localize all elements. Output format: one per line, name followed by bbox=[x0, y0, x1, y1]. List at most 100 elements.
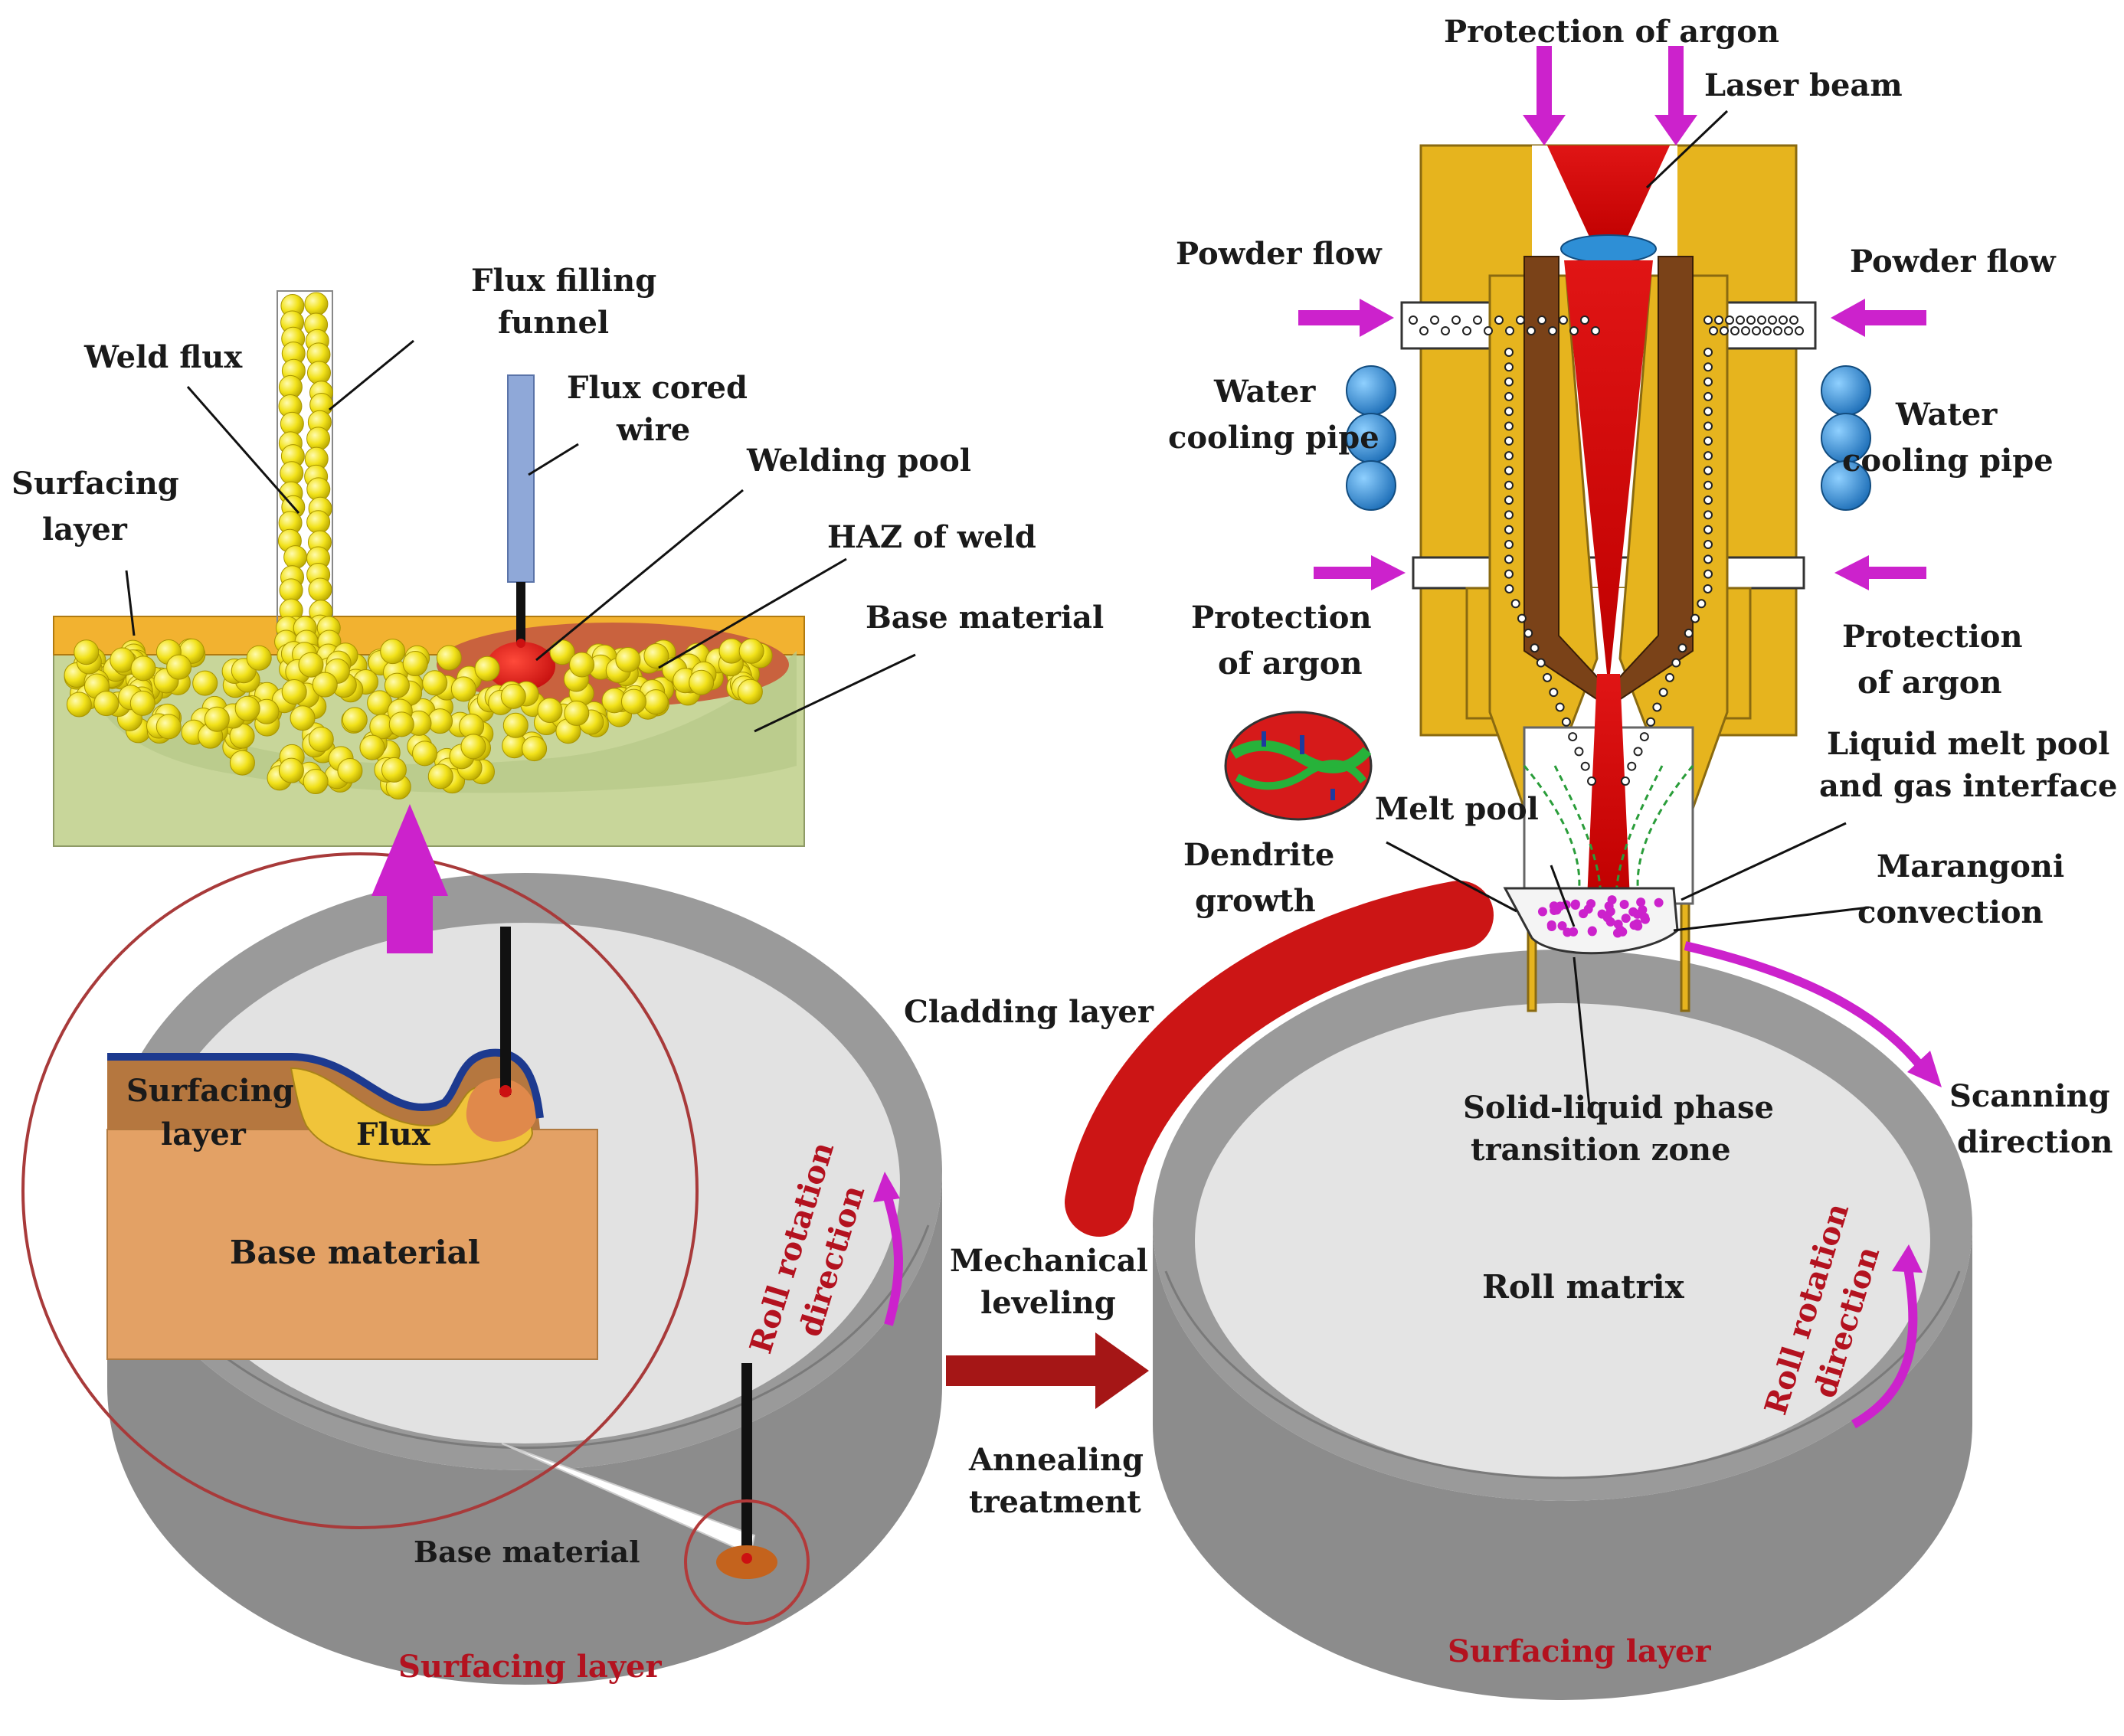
leader-lines bbox=[125, 110, 1870, 1107]
powder-particle bbox=[1462, 326, 1471, 335]
powder-particle bbox=[1664, 672, 1674, 682]
flux-ball bbox=[74, 639, 100, 665]
flux-ball bbox=[337, 757, 363, 783]
flux-ball bbox=[502, 712, 529, 738]
label-surfacing-2: layer bbox=[42, 512, 128, 548]
powder-particle bbox=[1646, 717, 1656, 727]
label-liquid-melt-1: Liquid melt pool bbox=[1827, 726, 2109, 762]
flux-ball bbox=[308, 726, 334, 752]
powder-particle bbox=[1517, 613, 1527, 623]
powder-particle bbox=[1703, 391, 1713, 401]
powder-particle bbox=[1752, 326, 1761, 335]
flux-ball bbox=[620, 688, 646, 714]
powder-particle bbox=[1510, 599, 1520, 609]
magnifier-circle bbox=[21, 852, 699, 1529]
flux-ball bbox=[522, 736, 548, 762]
flux-ball bbox=[689, 669, 715, 695]
powder-particle bbox=[1409, 315, 1418, 325]
powder-particle bbox=[1587, 776, 1596, 786]
powder-particle bbox=[1757, 315, 1766, 325]
convection-particle bbox=[1579, 909, 1589, 919]
flux-ball bbox=[537, 698, 563, 724]
label-powder-right: Powder flow bbox=[1850, 244, 2057, 280]
powder-particle bbox=[1504, 377, 1514, 387]
powder-particle bbox=[1703, 377, 1713, 387]
label-water-left-2: cooling pipe bbox=[1168, 420, 1379, 456]
label-powder-left: Powder flow bbox=[1176, 236, 1383, 272]
powder-particle bbox=[1419, 326, 1429, 335]
label-flux-cored-2: wire bbox=[616, 412, 690, 448]
powder-particle bbox=[1430, 315, 1439, 325]
label-marangoni-1: Marangoni bbox=[1877, 848, 2064, 884]
label-base-material-top: Base material bbox=[866, 600, 1104, 636]
step-annealing-2: treatment bbox=[969, 1484, 1141, 1520]
flux-ball bbox=[422, 670, 448, 696]
gas-powder-arrows bbox=[1298, 46, 1926, 590]
powder-particle bbox=[1697, 599, 1707, 609]
flux-ball bbox=[281, 678, 307, 705]
powder-particle bbox=[1568, 732, 1578, 742]
powder-particle bbox=[1549, 688, 1559, 698]
step-mechanical-1: Mechanical bbox=[950, 1243, 1148, 1279]
label-weld-flux: Weld flux bbox=[83, 339, 243, 375]
powder-particle bbox=[1504, 510, 1514, 520]
flux-ball bbox=[192, 670, 218, 696]
convection-particle bbox=[1570, 901, 1580, 911]
flux-ball bbox=[569, 652, 595, 678]
flux-ball bbox=[450, 676, 476, 702]
left-rotation-arrow bbox=[882, 1193, 903, 1326]
label-liquid-melt-2: and gas interface bbox=[1819, 768, 2117, 804]
convection-particle bbox=[1613, 919, 1623, 929]
flux-ball bbox=[290, 705, 316, 731]
powder-particle bbox=[1789, 315, 1798, 325]
flux-ball bbox=[402, 651, 428, 677]
label-melt-pool: Melt pool bbox=[1375, 791, 1539, 827]
convection-particle bbox=[1629, 920, 1639, 930]
flux-ball bbox=[615, 646, 641, 672]
flux-ball bbox=[279, 578, 303, 603]
label-surfacing-1: Surfacing bbox=[11, 466, 179, 502]
cladding-layer-arc bbox=[1065, 881, 1494, 1237]
label-dendrite-1: Dendrite bbox=[1183, 837, 1334, 873]
powder-particle bbox=[1736, 315, 1745, 325]
powder-particle bbox=[1762, 326, 1772, 335]
powder-particle bbox=[1504, 407, 1514, 417]
powder-particle bbox=[1784, 326, 1793, 335]
powder-particle bbox=[1677, 643, 1687, 653]
powder-particle bbox=[1709, 326, 1718, 335]
inset-surfacing-2: layer bbox=[161, 1116, 247, 1152]
powder-particle bbox=[1504, 584, 1514, 593]
powder-particle bbox=[1504, 480, 1514, 490]
left-surfacing-layer: Surfacing layer bbox=[398, 1649, 663, 1685]
powder-particle bbox=[1504, 436, 1514, 446]
flux-ball bbox=[737, 678, 763, 705]
powder-particle bbox=[1543, 672, 1553, 682]
step-mechanical-2: leveling bbox=[980, 1285, 1116, 1321]
powder-particle bbox=[1690, 613, 1700, 623]
powder-particle bbox=[1441, 326, 1450, 335]
scanning-arrow bbox=[1684, 941, 1926, 1071]
right-surfacing-layer: Surfacing layer bbox=[1448, 1633, 1712, 1669]
flux-ball bbox=[436, 645, 462, 671]
powder-particle bbox=[1720, 326, 1729, 335]
flux-ball bbox=[129, 690, 155, 716]
powder-particle bbox=[1591, 326, 1600, 335]
flux-ball bbox=[427, 763, 453, 790]
flux-ball bbox=[306, 361, 331, 385]
convection-particle bbox=[1586, 899, 1596, 909]
flux-ball bbox=[460, 734, 486, 760]
flux-ball bbox=[155, 714, 182, 740]
powder-particle bbox=[1530, 643, 1540, 653]
label-cladding-layer: Cladding layer bbox=[904, 994, 1154, 1030]
powder-particle bbox=[1703, 451, 1713, 461]
flux-ball bbox=[384, 672, 410, 698]
flux-ball bbox=[283, 545, 308, 570]
powder-particle bbox=[1703, 407, 1713, 417]
flux-ball bbox=[303, 769, 329, 795]
inset-flux: Flux bbox=[356, 1116, 431, 1152]
label-argon-right-2: of argon bbox=[1857, 665, 2002, 701]
powder-particle bbox=[1504, 391, 1514, 401]
powder-particle bbox=[1627, 761, 1637, 771]
